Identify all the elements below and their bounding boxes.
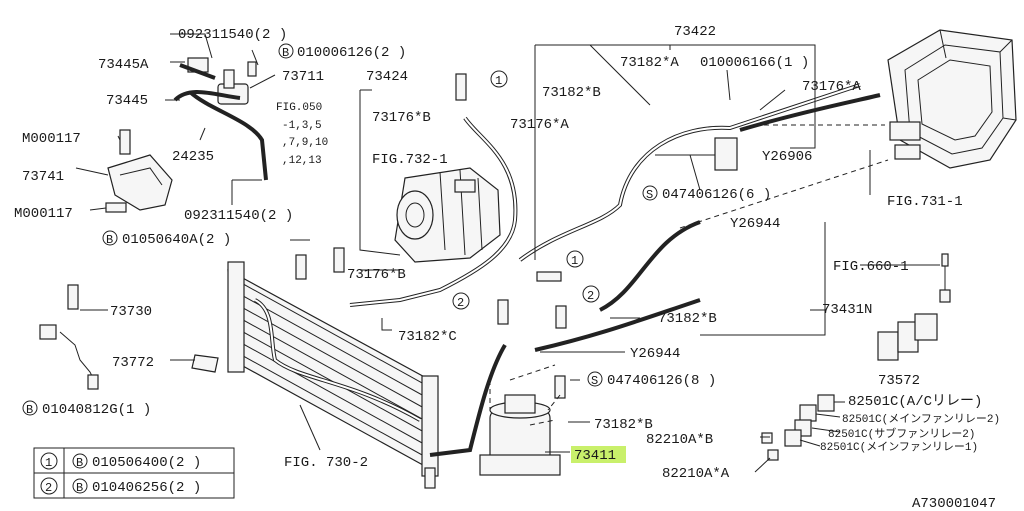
label-047406126-8: 047406126(8 ) (607, 373, 716, 389)
label-fig731: FIG.731-1 (887, 194, 963, 210)
label-fig050-a: FIG.050 (276, 102, 322, 114)
svg-text:B: B (76, 481, 83, 495)
label-01040812g: 01040812G(1 ) (42, 402, 151, 418)
svg-text:S: S (646, 188, 653, 202)
label-73182b-mid: 73182*B (658, 311, 717, 327)
svg-text:1: 1 (571, 254, 578, 268)
part-labels: 092311540(2 ) B 010006126(2 ) 73445A 737… (14, 24, 1000, 511)
label-fig732: FIG.732-1 (372, 152, 448, 168)
label-047406126-6: 047406126(6 ) (662, 187, 771, 203)
label-82501c-2: 82501C(メインファンリレー2) (842, 413, 1000, 426)
label-fig050-d: ,12,13 (282, 155, 322, 167)
label-fig660: FIG.660-1 (833, 259, 909, 275)
label-73711: 73711 (282, 69, 324, 85)
label-73730: 73730 (110, 304, 152, 320)
label-y26906: Y26906 (762, 149, 812, 165)
highlight-73411 (571, 446, 626, 463)
circle-2-marker: 2 (452, 292, 470, 310)
connectors-73572 (877, 313, 938, 361)
label-82501c-3: 82501C(サブファンリレー2) (828, 426, 975, 441)
circle-2-marker-2: 2 (582, 285, 600, 303)
svg-text:S: S (591, 374, 598, 388)
label-010006126: 010006126(2 ) (297, 45, 406, 61)
label-73741: 73741 (22, 169, 64, 185)
legend-part-1: 010506400(2 ) (92, 455, 201, 471)
label-m000117-bot: M000117 (14, 206, 73, 222)
label-y26944-top: Y26944 (730, 216, 780, 232)
sensor-fig660 (939, 253, 951, 303)
svg-text:B: B (106, 233, 113, 247)
label-73182b-bot: 73182*B (594, 417, 653, 433)
legend-table: 1 B 010506400(2 ) 2 B 010406256(2 ) (33, 447, 235, 499)
label-092311540-top: 092311540(2 ) (178, 27, 287, 43)
condenser (227, 261, 439, 489)
label-m000117-top: M000117 (22, 131, 81, 147)
label-73772: 73772 (112, 355, 154, 371)
compressor (394, 167, 501, 263)
label-24235: 24235 (172, 149, 214, 165)
bracket-y26906 (714, 137, 738, 171)
label-73182b-top: 73182*B (542, 85, 601, 101)
svg-text:2: 2 (457, 296, 464, 310)
svg-text:1: 1 (495, 74, 502, 88)
s-marker-8: S (587, 371, 603, 388)
svg-text:B: B (76, 456, 83, 470)
label-092311540-bot: 092311540(2 ) (184, 208, 293, 224)
svg-text:B: B (282, 46, 289, 60)
label-82501c-1: 82501C(A/Cリレー) (848, 394, 982, 410)
label-73176a-mid: 73176*A (510, 117, 569, 133)
label-fig050-b: -1,3,5 (282, 120, 322, 132)
label-73176b-mid: 73176*B (347, 267, 406, 283)
label-010006166: 010006166(1 ) (700, 55, 809, 71)
b-marker-3: B (22, 400, 38, 417)
s-marker-6: S (642, 185, 658, 202)
label-01050640a: 01050640A(2 ) (122, 232, 231, 248)
svg-text:1: 1 (45, 456, 52, 470)
evaporator-unit (887, 29, 1017, 169)
leader-lines (75, 33, 940, 473)
label-73182c: 73182*C (398, 329, 457, 345)
legend-row-1: 1 B 010506400(2 ) (40, 452, 201, 471)
label-82210ab: 82210A*B (646, 432, 713, 448)
label-73176a-right: 73176*A (802, 79, 861, 95)
dashed-lines (489, 124, 889, 426)
circle-1-marker: 1 (490, 70, 508, 88)
label-73431n: 73431N (822, 302, 872, 318)
label-73572: 73572 (878, 373, 920, 389)
b-marker: B (278, 43, 294, 60)
drawing-number: A730001047 (912, 496, 996, 511)
b-marker-2: B (102, 230, 118, 247)
label-fig050-c: ,7,9,10 (282, 137, 328, 149)
svg-text:2: 2 (587, 289, 594, 303)
label-73182a: 73182*A (620, 55, 679, 71)
receiver-drier (479, 394, 561, 476)
sensor-73730 (39, 284, 99, 390)
label-73422: 73422 (674, 24, 716, 40)
bolts (105, 61, 567, 399)
circle-1-marker-2: 1 (566, 250, 584, 268)
label-73176b-top: 73176*B (372, 110, 431, 126)
label-73445a: 73445A (98, 57, 149, 73)
label-73424: 73424 (366, 69, 408, 85)
label-82501c-4: 82501C(メインファンリレー1) (820, 441, 978, 454)
legend-row-2: 2 B 010406256(2 ) (40, 477, 201, 496)
pad-73772 (191, 354, 219, 373)
relays-82501c (761, 394, 835, 461)
label-fig730: FIG. 730-2 (284, 455, 368, 471)
legend-part-2: 010406256(2 ) (92, 480, 201, 496)
refrigerant-pipes (173, 63, 881, 457)
label-73445: 73445 (106, 93, 148, 109)
svg-text:B: B (26, 403, 33, 417)
label-y26944-mid: Y26944 (630, 346, 680, 362)
svg-text:2: 2 (45, 481, 52, 495)
bracket-73741 (107, 154, 173, 211)
label-73411: 73411 (574, 448, 616, 464)
label-82210aa: 82210A*A (662, 466, 730, 482)
